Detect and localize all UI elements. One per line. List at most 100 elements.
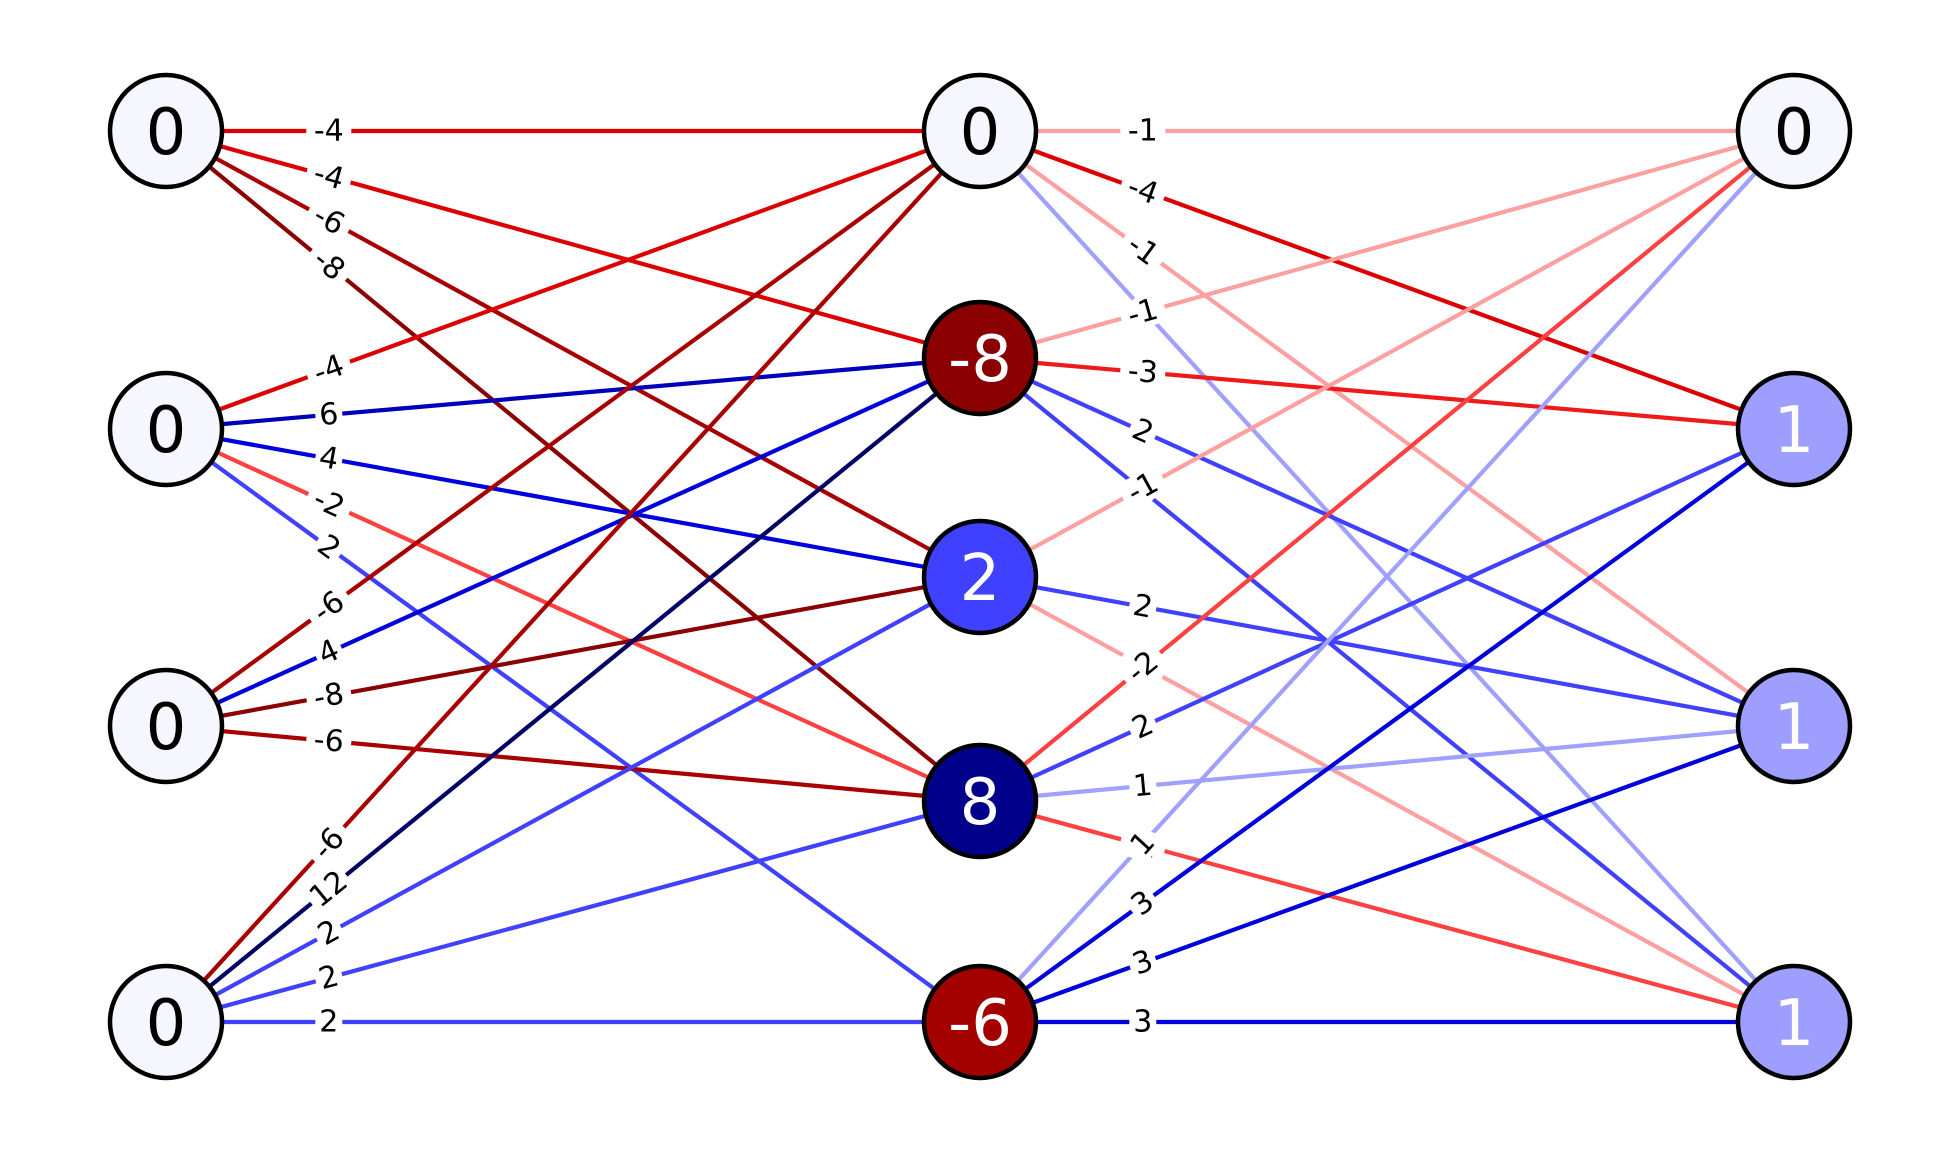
- edge-label-background: [311, 959, 346, 996]
- node-value-label: -6: [948, 987, 1012, 1061]
- edge-label-background: [303, 677, 354, 716]
- edge-label-background: [302, 480, 356, 527]
- edge-label-group: -1: [1120, 114, 1166, 149]
- edge-label-group: 6: [314, 397, 344, 434]
- edge-label-group: 2: [309, 913, 348, 953]
- edge-label-group: -2: [1115, 641, 1170, 693]
- node-hidden-0: 0: [921, 72, 1039, 190]
- node-circle: [107, 963, 225, 1081]
- node-output-2: 1: [1735, 667, 1853, 785]
- node-circle: [921, 518, 1039, 636]
- edge-label-group: 3: [1129, 1005, 1157, 1040]
- edge-label-background: [1116, 168, 1170, 213]
- edge-label-group: -4: [302, 347, 356, 392]
- edge-label-group: 12: [301, 863, 356, 916]
- node-input-1: 0: [107, 370, 225, 488]
- node-circle: [921, 299, 1039, 417]
- edge-label-background: [306, 116, 352, 146]
- edge-label-group: 2: [315, 1005, 343, 1040]
- node-output-1: 1: [1735, 370, 1853, 488]
- edge-label-background: [1129, 1007, 1157, 1037]
- node-input-3: 0: [107, 963, 225, 1081]
- edge-label-background: [310, 633, 348, 672]
- edge-label-background: [303, 155, 355, 197]
- edge-label-background: [315, 1007, 343, 1037]
- edge-label-group: 2: [309, 527, 349, 568]
- edge-label-group: -3: [1119, 353, 1167, 391]
- edge-weight-label: 1: [1132, 768, 1154, 805]
- edge-weight-label: -6: [312, 722, 345, 760]
- node-value-label: 0: [146, 691, 187, 765]
- edge-label-background: [312, 441, 345, 476]
- edge-label-group: 3: [1123, 883, 1163, 924]
- edge-label-group: -1: [1115, 224, 1170, 276]
- edge-label-background: [309, 913, 348, 953]
- edge-label-background: [1124, 412, 1162, 451]
- edge-label-background: [301, 239, 356, 291]
- edge-weight-label: 3: [1133, 1005, 1152, 1040]
- node-circle: [1735, 72, 1853, 190]
- node-hidden-4: -6: [921, 963, 1039, 1081]
- edge-weight-label: -4: [314, 114, 344, 149]
- node-value-label: 0: [146, 394, 187, 468]
- edge-label-background: [1123, 883, 1163, 924]
- edge-weight-label: 2: [319, 1005, 338, 1040]
- edge-label-group: 4: [312, 440, 345, 478]
- node-value-label: 1: [1774, 691, 1815, 765]
- node-value-label: 1: [1774, 394, 1815, 468]
- edge-label-background: [1115, 224, 1170, 276]
- node-circle: [107, 370, 225, 488]
- edge-weight-label: 12: [303, 864, 355, 915]
- edge-label-background: [314, 398, 344, 431]
- edge-label-group: -4: [1116, 168, 1170, 213]
- edge-label-background: [301, 196, 356, 245]
- node-value-label: -8: [948, 323, 1012, 397]
- edge-label-group: -4: [306, 114, 352, 149]
- edge-labels-layer: -4-4-6-8-464-22-64-8-6-612222-1-4-11-1-3…: [301, 114, 1170, 1040]
- node-output-0: 0: [1735, 72, 1853, 190]
- edge-label-group: 1: [1127, 768, 1158, 805]
- edge-label-background: [1127, 769, 1158, 803]
- node-input-0: 0: [107, 72, 225, 190]
- edge-label-background: [302, 347, 356, 392]
- node-value-label: 2: [960, 542, 1001, 616]
- edge-label-background: [1117, 292, 1169, 334]
- edge-weight-label: -3: [1126, 353, 1159, 390]
- node-circle: [921, 72, 1039, 190]
- edge-label-background: [1119, 355, 1167, 390]
- edge-label-background: [309, 527, 349, 568]
- edge-label-group: -8: [303, 676, 354, 716]
- node-circle: [1735, 963, 1853, 1081]
- node-hidden-3: 8: [921, 742, 1039, 860]
- edge-label-group: -1: [1117, 292, 1169, 334]
- edge-label-group: -8: [301, 239, 356, 291]
- edge-label-group: 3: [1124, 943, 1161, 983]
- node-hidden-2: 2: [921, 518, 1039, 636]
- node-circle: [921, 742, 1039, 860]
- node-value-label: 0: [1774, 96, 1815, 170]
- node-value-label: 1: [1774, 987, 1815, 1061]
- node-value-label: 0: [146, 987, 187, 1061]
- edge-label-background: [1124, 707, 1162, 746]
- edge-weight-label: -1: [1128, 114, 1158, 149]
- edge-label-background: [301, 863, 356, 916]
- edge-label-background: [1120, 116, 1166, 146]
- node-circle: [107, 667, 225, 785]
- edge-weight-label: -8: [311, 676, 347, 716]
- edge-label-background: [1124, 944, 1161, 982]
- edge-label-background: [1126, 589, 1159, 624]
- node-value-label: 0: [960, 96, 1001, 170]
- edge-label-group: -4: [303, 155, 355, 197]
- node-hidden-1: -8: [921, 299, 1039, 417]
- node-circle: [921, 963, 1039, 1081]
- edge-label-group: 2: [1124, 412, 1162, 451]
- edge-label-group: -2: [302, 480, 356, 527]
- node-circle: [1735, 667, 1853, 785]
- node-value-label: 8: [960, 766, 1001, 840]
- node-circle: [107, 72, 225, 190]
- edge-label-group: 2: [311, 958, 346, 997]
- edge-label-background: [301, 581, 356, 633]
- node-output-3: 1: [1735, 963, 1853, 1081]
- edge-weight-label: 6: [318, 397, 340, 434]
